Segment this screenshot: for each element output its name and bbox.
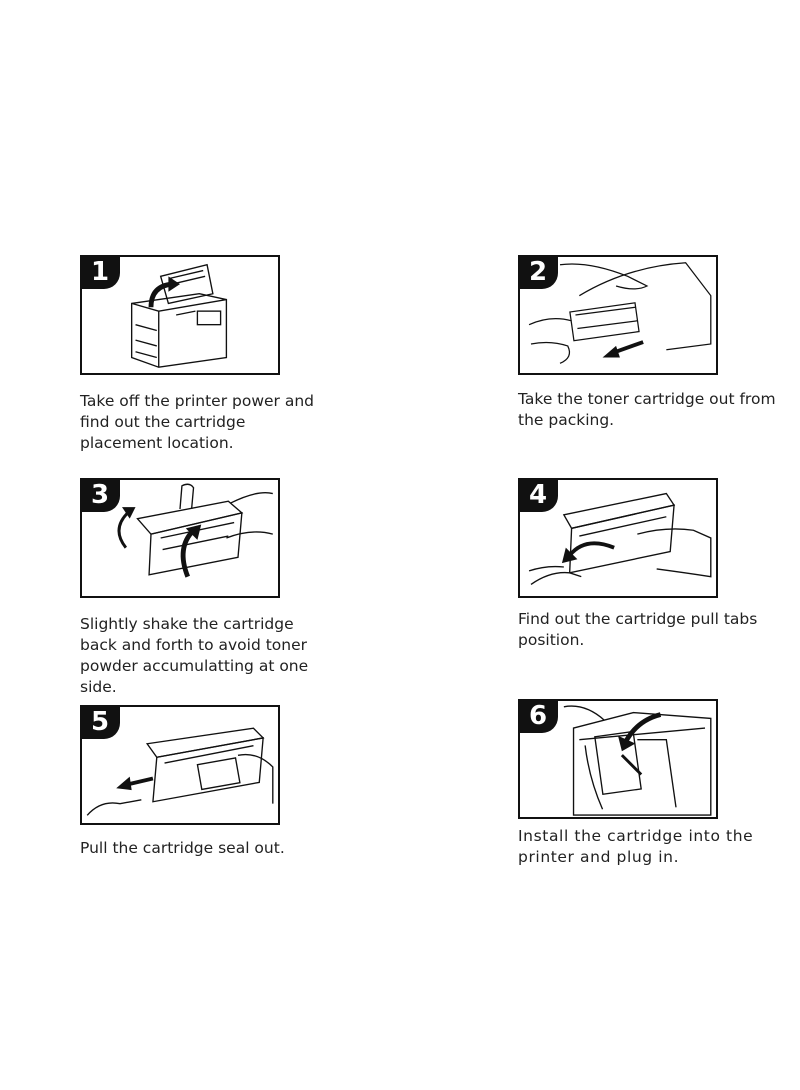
step-4-badge: 4 xyxy=(518,478,558,512)
step-1-badge: 1 xyxy=(80,255,120,289)
step-1-illustration: 1 xyxy=(80,255,280,375)
step-6-badge: 6 xyxy=(518,699,558,733)
step-2-caption: Take the toner cartridge out from the pa… xyxy=(518,389,778,431)
step-5-caption: Pull the cartridge seal out. xyxy=(80,838,330,859)
step-3-caption: Slightly shake the cartridge back and fo… xyxy=(80,614,330,698)
step-3-illustration: 3 xyxy=(80,478,280,598)
step-4-illustration: 4 xyxy=(518,478,718,598)
step-5-illustration: 5 xyxy=(80,705,280,825)
step-1-caption: Take off the printer power and find out … xyxy=(80,391,330,454)
step-4-caption: Find out the cartridge pull tabs positio… xyxy=(518,609,778,651)
step-5-badge: 5 xyxy=(80,705,120,739)
step-3-badge: 3 xyxy=(80,478,120,512)
step-6-caption: Install the cartridge into the printer a… xyxy=(518,826,778,868)
step-6-illustration: 6 xyxy=(518,699,718,819)
step-2-badge: 2 xyxy=(518,255,558,289)
step-2-illustration: 2 xyxy=(518,255,718,375)
